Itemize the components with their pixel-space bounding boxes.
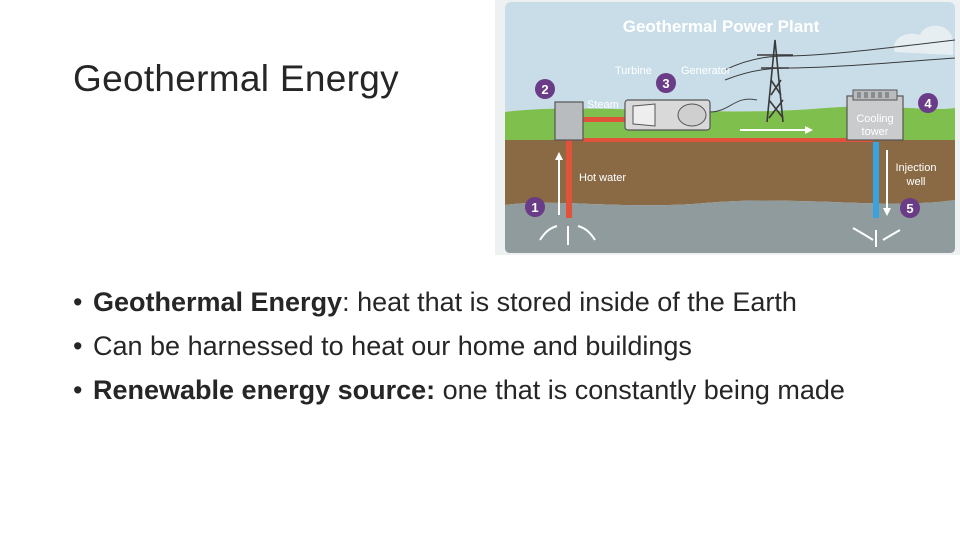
marker-2: 2 [535,79,555,99]
bullet-item: • Renewable energy source: one that is co… [73,374,893,407]
marker-5: 5 [900,198,920,218]
slide-title: Geothermal Energy [73,58,399,99]
marker-3: 3 [656,73,676,93]
generator-label: Generator [681,65,731,77]
bullet-dot: • [73,331,83,361]
bullet-dot: • [73,287,83,317]
svg-text:3: 3 [662,76,669,91]
bullet-item: • Geothermal Energy: heat that is stored … [73,286,893,319]
injection-pipe [873,142,879,218]
svg-text:4: 4 [924,96,932,111]
bullet-text: Can be harnessed to heat our home and bu… [93,331,692,361]
rock-layer [505,200,955,253]
soil-layer [505,140,955,206]
bullet-list: • Geothermal Energy: heat that is stored … [73,286,893,418]
steam-pipe [583,117,625,122]
sky [505,2,955,122]
svg-text:1: 1 [531,200,538,215]
flow-arrow-head [805,126,813,134]
geothermal-diagram: Geothermal Power Plant [495,0,960,255]
geothermal-diagram-svg: Geothermal Power Plant [505,2,956,253]
cooling-tower-label-line2: tower [862,126,889,138]
bullet-lead: Renewable energy source: [93,375,436,405]
steam-label: Steam [587,99,619,111]
grass [505,106,955,145]
up-arrow-head [555,152,563,160]
down-arrow-head [883,208,891,216]
power-pylon [724,39,956,123]
diagram-title: Geothermal Power Plant [623,17,820,36]
turbine-label: Turbine [615,65,652,77]
turbine-generator [624,98,758,131]
bullet-dot: • [73,375,83,405]
rock-flow-arrows [539,225,901,247]
wellhead-building [554,101,584,141]
steam-cloud [894,25,953,55]
bullet-text: : heat that is stored inside of the Eart… [342,287,797,317]
marker-1: 1 [525,197,545,217]
bullet-lead: Geothermal Energy [93,287,343,317]
injection-well-label-line1: Injection [896,162,937,174]
cooling-tower-label-line1: Cooling [856,113,893,125]
injection-well-label-line2: well [906,176,926,188]
bullet-item: • Can be harnessed to heat our home and b… [73,330,893,363]
bullet-text: one that is constantly being made [435,375,845,405]
svg-text:2: 2 [541,82,548,97]
hot-water-pipe [566,138,572,218]
svg-text:5: 5 [906,201,913,216]
marker-4: 4 [918,93,938,113]
hot-water-label: Hot water [579,172,626,184]
cooling-tower [846,89,904,141]
